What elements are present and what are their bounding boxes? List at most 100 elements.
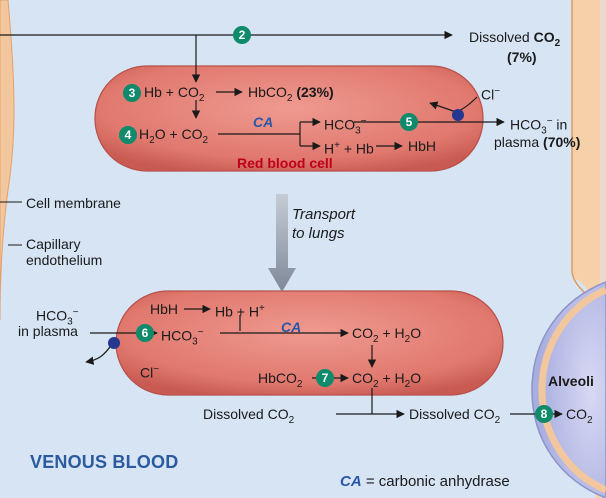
red-blood-cell-title: Red blood cell [237, 155, 333, 171]
step-6-badge: 6 [136, 324, 154, 342]
hco3-bottom: HCO3− [161, 325, 204, 350]
hco3-top: HCO3− [324, 114, 367, 139]
hb-co2-text: Hb + CO [144, 84, 199, 100]
step3-reactant: Hb + CO2 [144, 84, 204, 107]
plasma-sub: 3 [541, 125, 547, 137]
dissolved-percent: (7%) [507, 49, 537, 65]
h2o-h: H [139, 126, 150, 142]
ca-top: CA [253, 114, 274, 130]
step-7-badge: 7 [316, 369, 334, 387]
dl-text: Dissolved CO [203, 406, 289, 422]
transport-arrow [268, 194, 296, 292]
dissolved-co2-label: Dissolved CO2 [469, 29, 560, 52]
step-4-badge: 4 [119, 126, 137, 144]
u-co: CO [352, 325, 373, 341]
l-co: CO [352, 370, 373, 386]
u-o: O [410, 325, 422, 341]
transporter-top [452, 109, 464, 121]
co2-final: CO2 [566, 406, 593, 429]
ca-bottom: CA [281, 319, 302, 335]
endothelium-label: endothelium [26, 252, 103, 268]
hbco2-text: HbCO [248, 84, 287, 100]
plasma-in: in [556, 116, 568, 133]
bottom-hco3-sup: − [197, 327, 204, 338]
plasma-70: plasma (70%) [494, 134, 580, 150]
transporter-bottom [108, 337, 120, 349]
h-text: H [324, 140, 335, 157]
l-plus-h: + H [382, 370, 405, 386]
step-8-badge: 8 [535, 405, 553, 423]
h-hb-top: H+ + Hb [324, 138, 374, 157]
cl-top: Cl− [481, 84, 500, 103]
plasma-sup: − [546, 116, 553, 127]
bottom-hco3-text: HCO [161, 327, 193, 344]
hbh-bottom: HbH [150, 301, 179, 317]
cl-bottom: Cl− [140, 362, 159, 381]
hco3-sub: 3 [355, 125, 361, 137]
hb-co2-sub: 2 [198, 92, 205, 104]
plasma-percent: (70%) [543, 134, 581, 150]
b-hbco2-text: HbCO [258, 370, 297, 386]
h2o-co2-sub: 2 [202, 134, 209, 146]
cl-sup: − [494, 86, 501, 97]
ca-note-text: = carbonic anhydrase [365, 473, 510, 490]
cl-bottom-sup: − [153, 364, 160, 375]
venous-blood-label: VENOUS BLOOD [30, 452, 179, 472]
alveoli-label: Alveoli [548, 373, 594, 389]
dr-sub: 2 [494, 414, 501, 426]
co-sub: 2 [554, 37, 561, 49]
hb-h-bottom: Hb + H+ [215, 301, 265, 320]
plasma-hco3: HCO [510, 116, 542, 133]
alveoli-shape [531, 281, 606, 498]
step-3-badge: 3 [123, 84, 141, 102]
ca-note: CA = carbonic anhydrase [340, 474, 510, 490]
u-co-sub: 2 [373, 333, 379, 345]
cl-text: Cl [481, 86, 495, 103]
hb-h-text: Hb + H [215, 303, 259, 320]
bottom-plasma-sup: − [72, 307, 79, 318]
bottom-plasma-sub: 3 [67, 316, 73, 328]
scanned-edge [600, 0, 606, 498]
dissolved-co2-right: Dissolved CO2 [409, 406, 500, 429]
dl-sub: 2 [288, 414, 295, 426]
alveoli-membrane [538, 286, 606, 494]
l-co-sub: 2 [373, 378, 379, 390]
ca-note-abbr: CA [340, 473, 362, 490]
h2o-sub: 2 [149, 134, 155, 146]
red-blood-cell-top [94, 65, 484, 172]
l-h-sub: 2 [404, 378, 411, 390]
transport-line1: Transport [292, 206, 356, 223]
final-sub: 2 [587, 414, 593, 426]
h-sup: + [334, 140, 340, 151]
cell-membrane-label: Cell membrane [26, 195, 121, 211]
step-2-badge: 2 [233, 26, 251, 44]
transport-line2: to lungs [292, 225, 345, 242]
b-hbco2-sub: 2 [296, 378, 303, 390]
co-text: CO [533, 29, 555, 45]
hco3-sup: − [360, 116, 367, 127]
hb-rest: + Hb [343, 140, 374, 157]
plasma-word: plasma [494, 134, 540, 150]
dissolved-co2-left: Dissolved CO2 [203, 406, 294, 429]
cl-bottom-text: Cl [140, 364, 154, 381]
dr-text: Dissolved CO [409, 406, 495, 422]
step4-reactant: H2O + CO2 [139, 126, 208, 149]
co2-h2o-upper: CO2 + H2O [352, 325, 421, 348]
u-plus-h: + H [382, 325, 405, 341]
step-5-badge: 5 [400, 113, 418, 131]
step3-product: HbCO2 (23%) [248, 84, 334, 107]
hb-h-sup: + [258, 303, 265, 314]
final-co: CO [566, 406, 587, 422]
h2o-co2: O + CO [154, 126, 203, 142]
co2-bold: CO2 [533, 29, 561, 49]
hbco2-sub: 2 [286, 92, 293, 104]
co2-h2o-lower: CO2 + H2O [352, 370, 421, 393]
hco3-text: HCO [324, 116, 356, 133]
hbco2-percent: (23%) [296, 84, 334, 100]
dissolved-word: Dissolved [469, 29, 530, 45]
bottom-plasma-hco3: HCO [36, 307, 68, 324]
hco3-in-plasma-top: HCO3− in [510, 114, 567, 139]
l-o: O [410, 370, 422, 386]
